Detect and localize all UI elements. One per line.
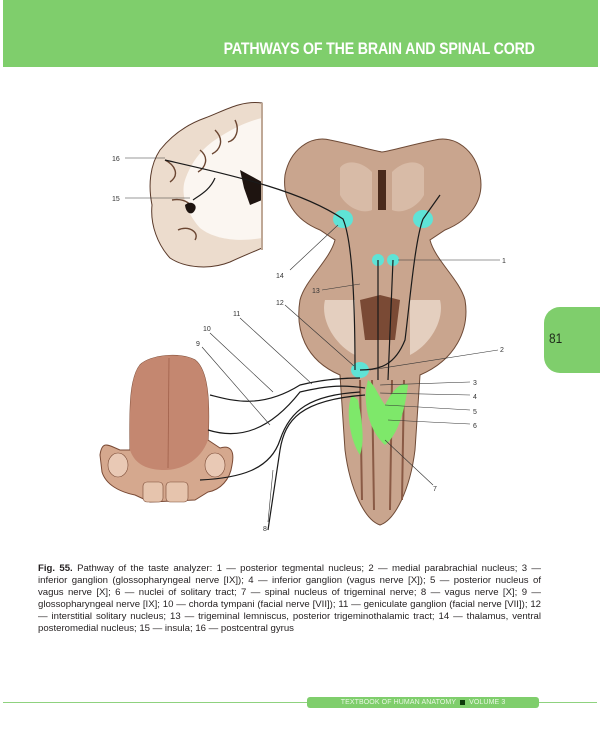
tongue-illustration	[99, 354, 234, 503]
figure-labels: 1 2 3 4 5 6 7 8 9 10 11 12 13 14 15 16	[112, 156, 506, 533]
footer-book-title: TEXTBOOK OF HUMAN ANATOMY	[340, 699, 457, 706]
label-12: 12	[276, 300, 284, 307]
label-1: 1	[502, 258, 506, 265]
footer-badge: TEXTBOOK OF HUMAN ANATOMY VOLUME 3	[307, 697, 539, 708]
taste-pathway-lines	[164, 159, 441, 531]
brainstem-illustration	[284, 138, 482, 526]
label-2: 2	[500, 347, 504, 354]
caption-text: Pathway of the taste analyzer: 1 — poste…	[38, 563, 541, 635]
label-14: 14	[276, 273, 284, 280]
footer-volume: VOLUME 3	[469, 699, 506, 706]
label-6: 6	[473, 423, 477, 430]
label-15: 15	[112, 196, 120, 203]
running-header-title: PATHWAYS OF THE BRAIN AND SPINAL CORD	[223, 40, 535, 58]
label-4: 4	[473, 394, 477, 401]
label-13: 13	[312, 288, 320, 295]
label-8: 8	[263, 526, 267, 533]
label-10: 10	[203, 326, 211, 333]
solitary-tract-nuclei	[348, 380, 408, 455]
figure-caption: Fig. 55. Pathway of the taste analyzer: …	[38, 563, 541, 636]
coronal-brain-section	[149, 102, 263, 268]
page-number-tab	[544, 307, 600, 373]
figure-number: Fig. 55.	[38, 563, 73, 574]
footer-rule	[3, 702, 597, 703]
page-number: 81	[549, 330, 563, 346]
label-9: 9	[196, 341, 200, 348]
label-11: 11	[233, 311, 240, 318]
footer-separator-square	[460, 700, 466, 705]
figure-leader-lines	[125, 157, 500, 523]
label-7: 7	[433, 486, 437, 493]
label-5: 5	[473, 409, 477, 416]
header-band	[3, 0, 598, 67]
taste-pathway-illustration: 1 2 3 4 5 6 7 8 9 10 11 12 13 14 15 16	[99, 102, 506, 533]
label-3: 3	[473, 380, 477, 387]
label-16: 16	[112, 156, 120, 163]
